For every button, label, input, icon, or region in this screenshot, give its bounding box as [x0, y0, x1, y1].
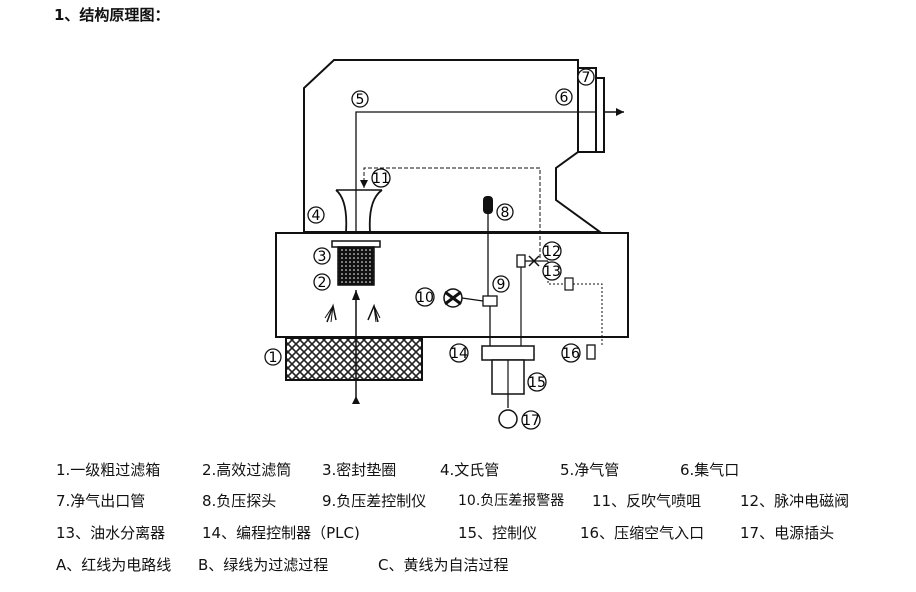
callout-14: 14 [449, 343, 469, 363]
svg-text:5: 5 [356, 92, 365, 108]
callout-11: 11 [371, 168, 391, 188]
legend-item: 9.负压差控制仪 [322, 492, 427, 510]
svg-text:9: 9 [497, 277, 506, 293]
callout-10: 10 [415, 287, 435, 307]
svg-text:13: 13 [543, 264, 561, 280]
page-title: 1、结构原理图： [54, 6, 170, 24]
callout-7: 7 [577, 68, 595, 86]
svg-text:16: 16 [562, 346, 580, 362]
svg-text:7: 7 [582, 70, 591, 86]
callout-8: 8 [496, 203, 514, 221]
legend-item: 16、压缩空气入口 [580, 524, 705, 542]
plc-controller [481, 345, 535, 361]
callout-4: 4 [307, 206, 325, 224]
legend-item: 2.高效过滤筒 [202, 461, 292, 479]
svg-text:14: 14 [450, 346, 468, 362]
legend-item: 11、反吹气喷咀 [592, 492, 702, 510]
callout-5: 5 [351, 90, 369, 108]
callout-6: 6 [555, 88, 573, 106]
primary-filter-box [285, 337, 423, 381]
legend-item: 14、编程控制器（PLC) [202, 524, 360, 542]
svg-text:6: 6 [560, 90, 569, 106]
legend-item: 7.净气出口管 [56, 492, 146, 510]
svg-text:10: 10 [416, 290, 434, 306]
legend-item: 1.一级粗过滤箱 [56, 461, 161, 479]
upper-housing [303, 59, 604, 233]
clean-air-pipe [355, 111, 596, 232]
sealing-gasket [331, 240, 381, 248]
filter-cartridge [337, 246, 375, 286]
outlet-flange [595, 77, 605, 153]
callout-12: 12 [542, 241, 562, 261]
legend-item: 15、控制仪 [458, 524, 538, 542]
callout-15: 15 [527, 372, 547, 392]
pressure-controller [482, 295, 498, 307]
svg-text:1: 1 [269, 350, 278, 366]
legend-item: 12、脉冲电磁阀 [740, 492, 850, 510]
svg-text:2: 2 [318, 275, 327, 291]
pressure-probe [483, 196, 493, 214]
svg-text:4: 4 [312, 208, 321, 224]
callout-9: 9 [492, 275, 510, 293]
callout-1: 1 [264, 348, 282, 366]
legend-item: 10.负压差报警器 [458, 493, 565, 509]
pulse-valve [516, 254, 526, 268]
svg-text:11: 11 [372, 171, 390, 187]
legend-item: 3.密封垫圈 [322, 461, 397, 479]
legend-item: 8.负压探头 [202, 492, 277, 510]
callout-16: 16 [561, 343, 581, 363]
air-inlet [586, 344, 596, 360]
callout-2: 2 [313, 273, 331, 291]
svg-text:15: 15 [528, 375, 546, 391]
oil-water-separator [564, 277, 574, 291]
legend-item: 13、油水分离器 [56, 524, 166, 542]
svg-text:8: 8 [501, 205, 510, 221]
svg-text:12: 12 [543, 244, 561, 260]
legend-item: 17、电源插头 [740, 524, 835, 542]
legend-item: B、绿线为过滤过程 [198, 556, 329, 574]
legend-item: 5.净气管 [560, 461, 620, 479]
callout-17: 17 [521, 410, 541, 430]
venturi-tube [335, 189, 383, 233]
callout-13: 13 [542, 261, 562, 281]
legend-item: A、红线为电路线 [56, 556, 172, 574]
callout-3: 3 [313, 247, 331, 265]
blowback-line [363, 167, 541, 260]
legend-item: 4.文氏管 [440, 461, 500, 479]
svg-text:17: 17 [522, 413, 540, 429]
legend-item: C、黄线为自洁过程 [378, 556, 509, 574]
structure-diagram: 1 2 3 4 5 6 7 8 9 10 11 12 13 14 15 16 1… [264, 59, 629, 430]
power-plug [498, 409, 518, 429]
legend-item: 6.集气口 [680, 461, 740, 479]
svg-text:3: 3 [318, 249, 327, 265]
